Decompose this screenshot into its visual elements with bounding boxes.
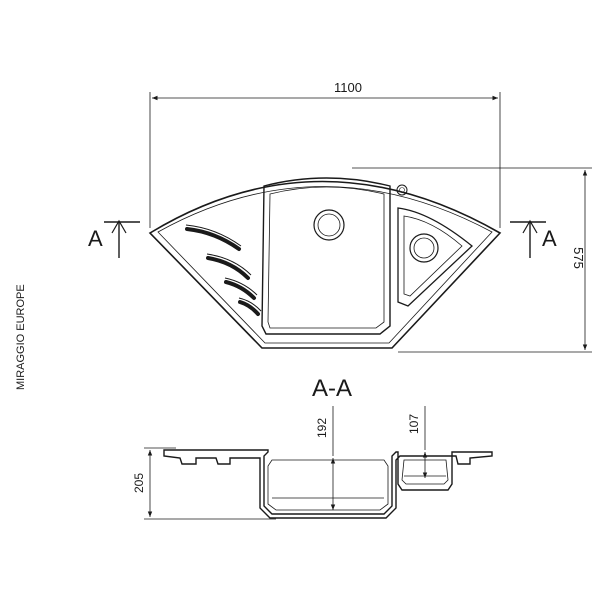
width-dimension: 1100: [149, 80, 501, 228]
sink-outline: [148, 180, 502, 349]
small-bowl-drain: [409, 233, 439, 263]
section-profile-outer: [163, 449, 493, 519]
depth-dimension: 575: [352, 167, 592, 353]
small-bowl-outer: [397, 207, 473, 307]
main-bowl-drain: [313, 209, 345, 241]
main-bowl-depth-label: 192: [315, 418, 329, 438]
brand-label: MIRAGGIO EUROPE: [15, 284, 27, 390]
section-main-bowl-inner: [267, 459, 389, 511]
svg-text:A: A: [88, 226, 103, 251]
faucet-hole: [396, 184, 408, 196]
small-bowl-depth-dimension: 107: [407, 406, 428, 478]
small-bowl-depth-label: 107: [407, 414, 421, 434]
main-bowl-inner: [267, 186, 385, 329]
section-small-bowl-inner: [401, 459, 449, 485]
section-title: A-A: [312, 375, 352, 402]
drainboard-grooves: [185, 224, 262, 316]
depth-dimension-label: 575: [571, 247, 586, 269]
height-dimension-label: 205: [132, 473, 146, 493]
section-mark-right: A: [510, 219, 557, 258]
width-dimension-label: 1100: [334, 80, 362, 95]
small-bowl-inner: [403, 215, 463, 297]
section-view: 205 192 107: [132, 406, 493, 520]
main-bowl-depth-dimension: 192: [315, 406, 336, 510]
main-bowl-outer: [261, 177, 391, 335]
sink-rim: [157, 186, 493, 344]
top-view: 1100 575: [88, 80, 592, 353]
height-dimension: 205: [132, 447, 276, 520]
svg-text:A: A: [542, 226, 557, 251]
section-mark-left: A: [88, 219, 140, 258]
